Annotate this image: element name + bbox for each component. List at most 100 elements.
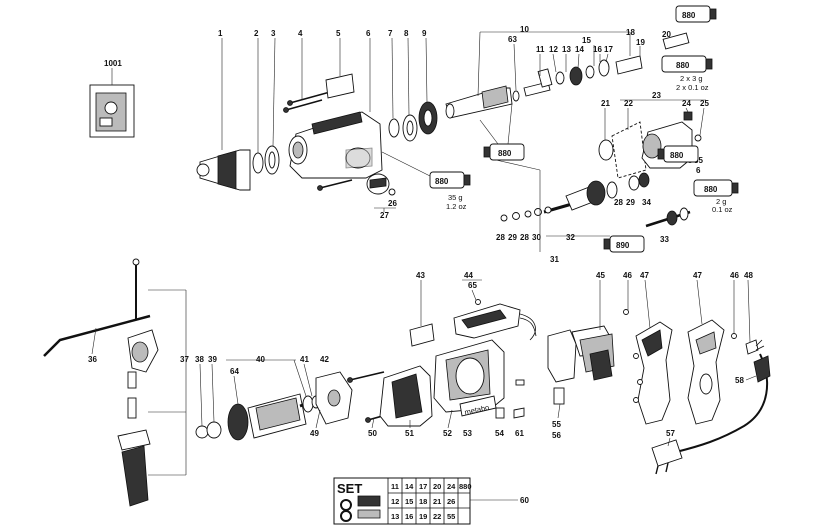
set-cell: 24 — [447, 482, 456, 491]
set-cell: 20 — [433, 482, 441, 491]
set-cell: 22 — [433, 512, 441, 521]
motor-label-53: metabo 53 — [459, 395, 497, 438]
parts-11-17: 11 12 13 14 15 16 17 — [523, 36, 613, 97]
grease-note-1-line-2: 2 x 0.1 oz — [676, 83, 709, 92]
switch-45: 45 55 56 — [547, 271, 615, 440]
part-label-29b: 29 — [626, 198, 635, 207]
part-label-5: 5 — [336, 29, 341, 38]
part-label-57: 57 — [666, 429, 675, 438]
grease-tube-2: 880 2 x 3 g 2 x 0.1 oz — [661, 55, 713, 92]
part-label-27: 27 — [380, 211, 389, 220]
part-63: 63 — [508, 35, 520, 102]
label-plate-43: 43 — [409, 271, 435, 347]
part-label-48: 48 — [744, 271, 753, 280]
part-label-64: 64 — [230, 367, 239, 376]
part-label-28a: 28 — [496, 233, 505, 242]
handle-half-left: 46 47 — [623, 271, 673, 425]
set-cell: 14 — [405, 482, 414, 491]
part-label-61: 61 — [515, 429, 524, 438]
gear-housing-6: 6 — [288, 29, 383, 179]
set-title: SET — [337, 481, 362, 496]
cable-and-plug: 46 48 58 57 — [651, 271, 771, 475]
intermediate-shaft: 28 29 28 30 32 31 28 29 34 — [495, 159, 651, 264]
grease-note-2-line-1: 35 g — [448, 193, 463, 202]
part-label-47a: 47 — [640, 271, 649, 280]
set-cell: 11 — [391, 482, 399, 491]
part-label-1001: 1001 — [104, 59, 122, 68]
part-label-19: 19 — [636, 38, 645, 47]
grease-note-3-line-1: 2 g — [716, 197, 726, 206]
part-label-41: 41 — [300, 355, 309, 364]
part-label-46b: 46 — [730, 271, 739, 280]
part-label-24: 24 — [682, 99, 691, 108]
part-label-3: 3 — [271, 29, 276, 38]
part-label-17: 17 — [604, 45, 613, 54]
part-label-47b: 47 — [693, 271, 702, 280]
set-cell: 880 — [459, 482, 472, 491]
grease-tube-3: 880 35 g 1.2 oz — [381, 151, 471, 211]
intermediate-flange: 21 22 23 24 25 35 6 — [598, 91, 709, 179]
grease-tube-7-label: 890 — [616, 241, 630, 250]
grease-note-3-line-2: 0.1 oz — [712, 205, 733, 214]
part-label-32: 32 — [566, 233, 575, 242]
part-label-21: 21 — [601, 99, 610, 108]
wires — [515, 313, 537, 386]
part-label-7: 7 — [388, 29, 393, 38]
part-label-65: 65 — [468, 281, 477, 290]
grease-tube-1-label: 880 — [682, 11, 696, 20]
grease-tube-3-label: 880 — [435, 177, 449, 186]
grease-tube-5-label: 880 — [670, 151, 684, 160]
screws-4: 4 — [283, 29, 353, 191]
grease-tube-4: 880 — [479, 103, 525, 161]
part-label-40: 40 — [256, 355, 265, 364]
set-cell: 19 — [419, 512, 427, 521]
part-label-22: 22 — [624, 99, 633, 108]
grease-tube-6: 880 2 g 0.1 oz — [693, 179, 739, 214]
part-label-43: 43 — [416, 271, 425, 280]
part-label-4: 4 — [298, 29, 303, 38]
set-cell: 15 — [405, 497, 413, 506]
part-label-60: 60 — [520, 496, 529, 505]
part-label-33: 33 — [660, 235, 669, 244]
set-cell: 16 — [405, 512, 413, 521]
part-label-1: 1 — [218, 29, 223, 38]
part-label-34: 34 — [642, 198, 651, 207]
hammer-tube-10: 10 — [445, 25, 630, 119]
part-label-54: 54 — [495, 429, 504, 438]
set-cell: 26 — [447, 497, 455, 506]
grease-note-2-line-2: 1.2 oz — [446, 202, 467, 211]
part-label-37: 37 — [180, 355, 189, 364]
part-label-11: 11 — [536, 45, 545, 54]
set-cell: 18 — [419, 497, 427, 506]
part-label-6: 6 — [366, 29, 371, 38]
handle-half-right: 47 — [687, 271, 725, 425]
rings-2-3: 2 3 — [252, 29, 280, 175]
parts-7-8-9: 7 8 9 — [388, 29, 438, 142]
part-label-8: 8 — [404, 29, 409, 38]
part-label-36: 36 — [88, 355, 97, 364]
grease-tube-4-label: 880 — [498, 149, 512, 158]
part-label-16: 16 — [593, 45, 602, 54]
drill-chuck: 1 — [196, 29, 251, 191]
part-label-63: 63 — [508, 35, 517, 44]
parts-54-61: 54 61 — [495, 407, 525, 438]
grease-tube-6-label: 880 — [704, 185, 718, 194]
part-label-56: 56 — [552, 431, 561, 440]
grease-tube-1: 880 — [675, 5, 717, 23]
part-label-45: 45 — [596, 271, 605, 280]
part-label-18: 18 — [626, 28, 635, 37]
part-label-12: 12 — [549, 45, 558, 54]
part-label-26: 26 — [388, 199, 397, 208]
part-label-15: 15 — [582, 36, 591, 45]
part-label-49: 49 — [310, 429, 319, 438]
parts-18-20: 18 19 20 — [615, 28, 690, 75]
part-label-35: 35 — [694, 156, 703, 165]
field-coil-51: 51 — [379, 365, 433, 438]
set-table: SET 11 14 17 20 24 880 12 15 18 21 26 13… — [333, 477, 529, 525]
part-label-46a: 46 — [623, 271, 632, 280]
part-label-58: 58 — [735, 376, 744, 385]
part-label-42: 42 — [320, 355, 329, 364]
part-label-30: 30 — [532, 233, 541, 242]
part-label-23: 23 — [652, 91, 661, 100]
